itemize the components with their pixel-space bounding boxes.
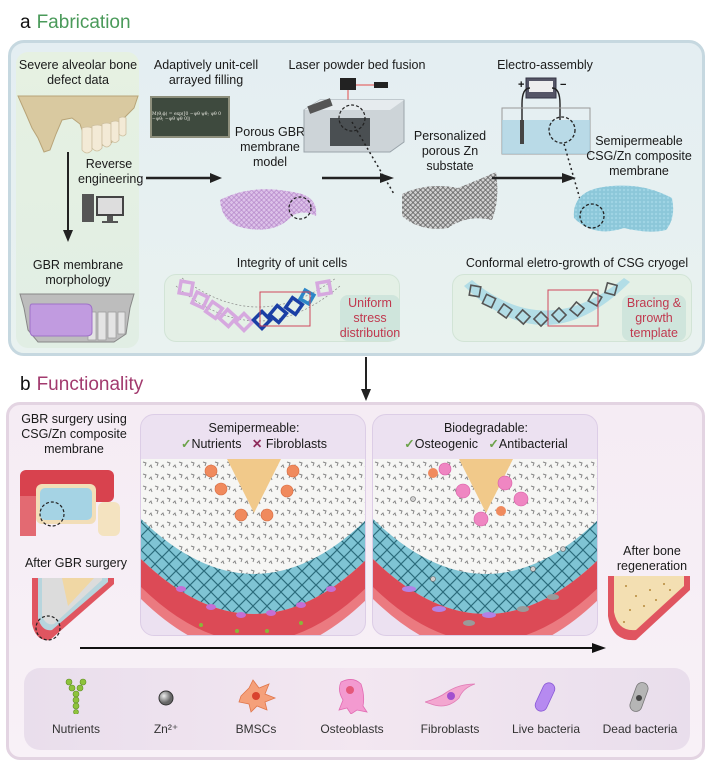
legend-item-osteoblasts: Osteoblasts: [306, 668, 398, 750]
down-arrow-icon: [361, 357, 371, 401]
biodegradable-card: Biodegradable: ✓Osteogenic ✓Antibacteria…: [372, 414, 598, 636]
check-icon: ✓: [404, 437, 415, 451]
dead-bacteria-icon: [629, 682, 649, 712]
fibroblasts-blocked-label: Fibroblasts: [265, 437, 328, 451]
equation-text: M(θ,ϕ) = exp([0 −ψθ ψθ; ψθ 0 −ψθ; −ψθ ψθ…: [152, 112, 221, 122]
section-b-letter: b: [20, 374, 31, 395]
morphology-label: GBR membrane morphology: [32, 258, 124, 287]
post-surgery-cross-section: [32, 578, 114, 641]
legend-label: Nutrients: [51, 722, 101, 736]
timeline-arrow: [80, 643, 606, 653]
section-b-title: Functionality: [36, 374, 144, 395]
semipermeable-card: Semipermeable: ✓Nutrients ✕ Fibroblasts: [140, 414, 366, 636]
biodegradable-title: Biodegradable:: [443, 421, 529, 435]
osteogenic-label: Osteogenic: [414, 437, 478, 451]
biodegradable-illustration: [373, 459, 597, 635]
reverse-engineering-label: Reverse engineering: [78, 157, 144, 186]
after-regeneration-label: After bone regeneration: [616, 544, 688, 573]
electro-assembly-label: Electro-assembly: [497, 58, 593, 72]
legend-item-nutrients: Nutrients: [30, 668, 122, 750]
zn-substrate-lattice-image: [402, 172, 498, 229]
unit-cell-lattice-diagram: [175, 277, 341, 333]
integrity-label: Integrity of unit cells: [236, 256, 348, 270]
right-arrow-icon: [146, 173, 222, 183]
gbr-membrane-jaw-image: [19, 293, 135, 343]
legend-label: Dead bacteria: [602, 722, 678, 736]
zinc-ion-icon: [158, 690, 174, 706]
zoom-circle: [288, 196, 312, 220]
legend-item-fibroblasts: Fibroblasts: [404, 668, 496, 750]
right-arrow-icon: [492, 173, 576, 183]
bracing-growth-tag: Bracing & growth template: [622, 295, 686, 341]
legend: Nutrients Zn²⁺ BMSCs Osteoblasts Fibrobl…: [24, 668, 690, 750]
csg-cryogel-lattice-diagram: [464, 278, 630, 328]
cross-icon: ✕: [251, 437, 263, 451]
alveolar-defect-jaw-image: [17, 95, 139, 154]
porous-model-label: Porous GBR membrane model: [234, 125, 306, 169]
semipermeable-title: Semipermeable:: [208, 421, 300, 435]
nutrients-pass-label: Nutrients: [191, 437, 242, 451]
fibroblast-icon: [425, 683, 475, 707]
legend-label: Zn²⁺: [153, 722, 179, 736]
check-icon: ✓: [488, 437, 499, 451]
composite-membrane-label: Semipermeable CSG/Zn composite membrane: [586, 134, 692, 178]
bmsc-icon: [238, 679, 277, 713]
uniform-stress-tag: Uniform stress distribution: [339, 295, 401, 341]
down-arrow-icon: [63, 152, 73, 242]
computer-icon: [82, 194, 124, 223]
check-icon: ✓: [180, 437, 192, 451]
after-surgery-label: After GBR surgery: [24, 556, 128, 570]
laser-powder-bed-fusion-machine: [303, 78, 405, 153]
teeth: [81, 116, 127, 154]
biodegradable-items: ✓Osteogenic ✓Antibacterial: [373, 437, 597, 452]
equation-chalkboard: M(θ,ϕ) = exp([0 −ψθ ψθ; ψθ 0 −ψθ; −ψθ ψθ…: [150, 96, 230, 138]
plus-electrode-label: +: [518, 79, 524, 91]
dashed-connector: [563, 143, 583, 207]
legend-label: Fibroblasts: [420, 722, 480, 736]
surgery-label: GBR surgery using CSG/Zn composite membr…: [21, 412, 127, 456]
osteoblast-icon: [338, 679, 368, 714]
right-arrow-icon: [322, 173, 394, 183]
legend-item-live-bacteria: Live bacteria: [500, 668, 592, 750]
section-a-letter: a: [20, 12, 31, 33]
electro-assembly-cell: + −: [501, 77, 591, 155]
antibacterial-label: Antibacterial: [498, 437, 568, 451]
semipermeable-items: ✓Nutrients ✕ Fibroblasts: [141, 437, 365, 452]
lpbf-label: Laser powder bed fusion: [288, 58, 426, 72]
legend-item-zinc: Zn²⁺: [120, 668, 212, 750]
section-a-title: Fabrication: [36, 12, 131, 33]
csg-zn-composite-membrane-image: [573, 185, 674, 232]
nutrients-icon: [65, 678, 87, 714]
semipermeable-illustration: [141, 459, 365, 635]
legend-label: Osteoblasts: [320, 722, 384, 736]
legend-item-bmscs: BMSCs: [210, 668, 302, 750]
defect-data-label: Severe alveolar bone defect data: [18, 58, 138, 87]
porous-membrane-model-image: [220, 189, 317, 230]
legend-label: Live bacteria: [511, 722, 581, 736]
zn-substrate-label: Personalized porous Zn substate: [413, 129, 487, 173]
regenerated-bone-cross-section: [608, 576, 690, 641]
dashed-connector: [351, 121, 395, 195]
conformal-growth-label: Conformal eletro-growth of CSG cryogel: [465, 256, 689, 270]
adaptive-filling-label: Adaptively unit-cell arrayed filling: [153, 58, 259, 87]
purple-membrane: [29, 303, 93, 337]
surgery-site-image: [20, 470, 120, 536]
minus-electrode-label: −: [560, 79, 566, 91]
legend-item-dead-bacteria: Dead bacteria: [594, 668, 686, 750]
live-bacteria-icon: [534, 682, 556, 712]
legend-label: BMSCs: [235, 722, 277, 736]
